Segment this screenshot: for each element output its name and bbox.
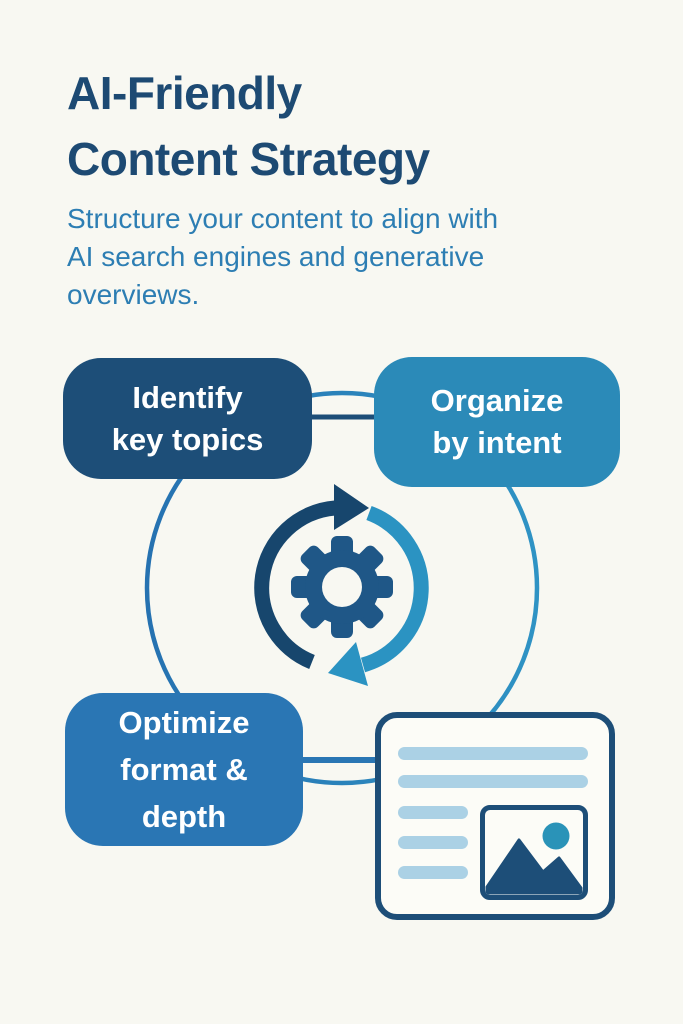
image-placeholder-icon xyxy=(480,805,588,900)
page-title: AI-Friendly Content Strategy xyxy=(67,60,430,192)
node-organize-by-intent: Organize by intent xyxy=(374,357,620,487)
cycle-ring xyxy=(144,390,540,786)
node-label-line: Identify xyxy=(132,379,243,415)
sync-arrowhead-dark xyxy=(334,484,369,530)
node-content-document-preview xyxy=(375,712,615,920)
text-line-bar xyxy=(398,747,588,760)
image-mountains-icon xyxy=(485,838,583,895)
text-line-bar xyxy=(398,866,468,879)
text-line-bar xyxy=(398,806,468,819)
node-label-line: by intent xyxy=(432,425,562,460)
node-label-line: key topics xyxy=(111,421,264,457)
sync-arrows-icon xyxy=(254,484,429,686)
subtitle-line-2: AI search engines and generative xyxy=(67,241,485,272)
page-title-line-1: AI-Friendly xyxy=(67,67,302,119)
gear-icon xyxy=(291,536,393,638)
text-line-bar xyxy=(398,836,468,849)
page-title-line-2: Content Strategy xyxy=(67,133,430,185)
node-label-line: format & xyxy=(120,752,248,787)
subtitle-line-3: overviews. xyxy=(67,279,200,310)
node-label-line: Organize xyxy=(430,383,564,418)
image-sun-icon xyxy=(542,822,570,850)
node-optimize-format-depth: Optimize format & depth xyxy=(65,693,303,846)
sync-arrowhead-teal xyxy=(328,642,368,686)
text-line-bar xyxy=(398,775,588,788)
sync-arrow-teal-arc xyxy=(360,505,429,673)
node-identify-key-topics: Identify key topics xyxy=(63,358,312,479)
gear-center-hole xyxy=(322,567,362,607)
node-label-line: depth xyxy=(141,799,227,834)
sync-arrow-dark-arc xyxy=(254,500,336,669)
node-label-line: Optimize xyxy=(118,705,250,740)
page-subtitle: Structure your content to align with AI … xyxy=(67,200,498,314)
document-card-body xyxy=(381,718,609,914)
subtitle-line-1: Structure your content to align with xyxy=(67,203,499,234)
